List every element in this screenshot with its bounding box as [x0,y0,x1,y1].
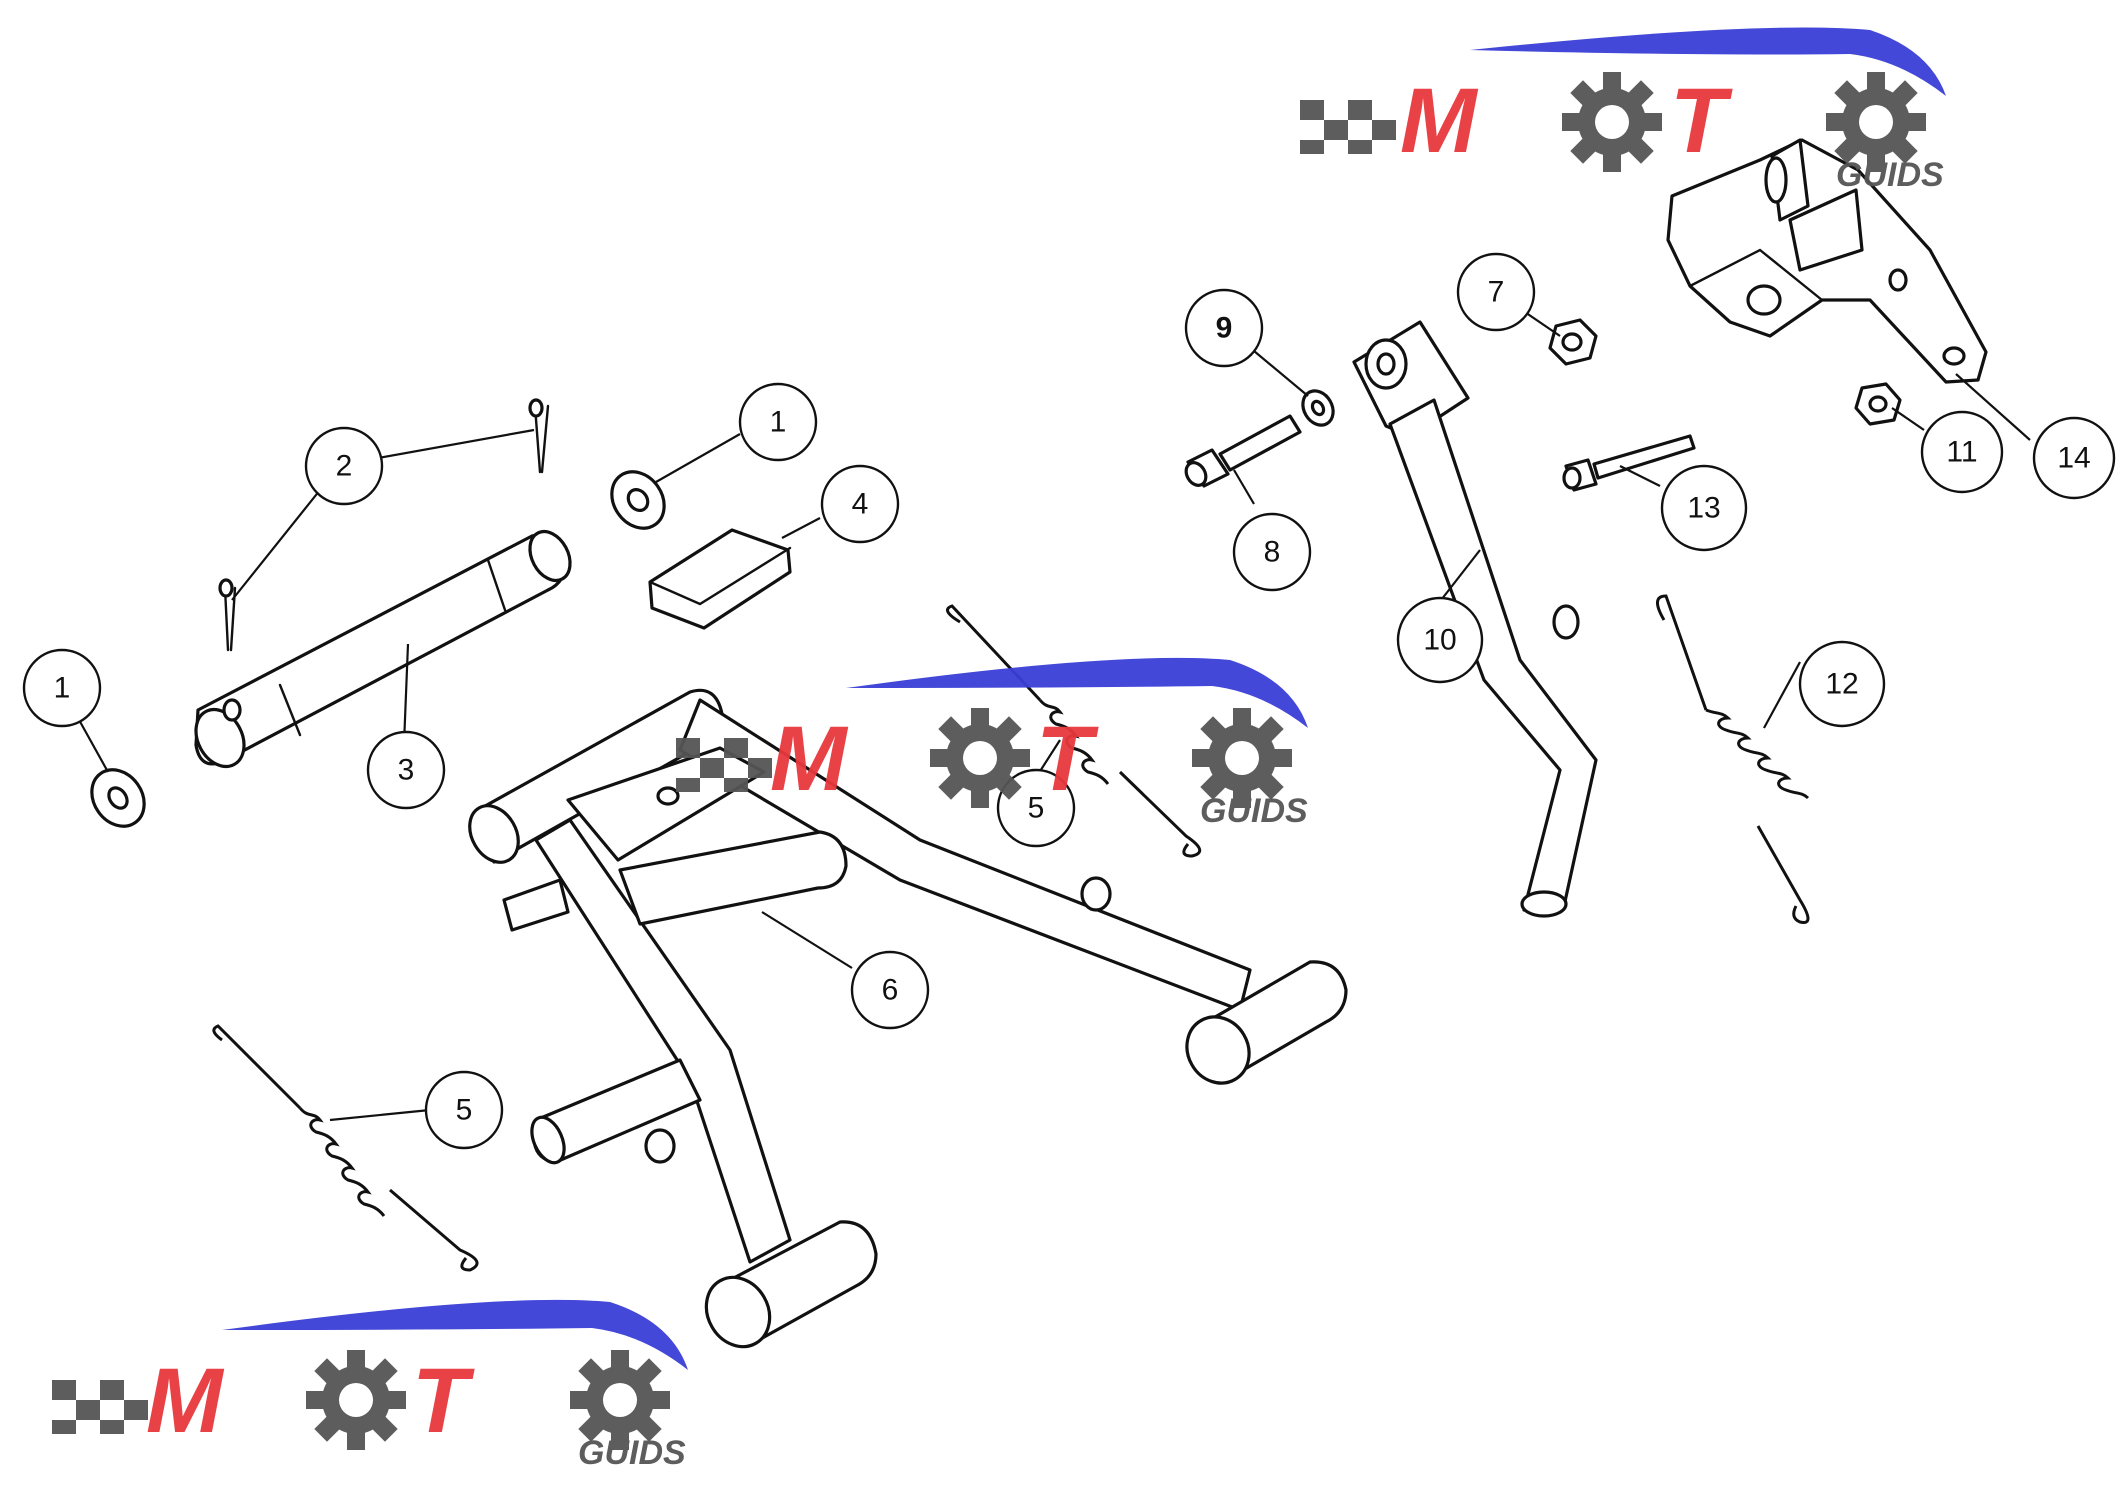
svg-text:M: M [770,708,849,810]
callout-6-label: 6 [882,974,899,1007]
nut-part-11 [1854,382,1902,426]
callout-1a: 1 [22,648,102,728]
side-stand-part-10 [1352,320,1598,918]
svg-text:T: T [1670,70,1733,172]
callout-7-label: 7 [1488,276,1505,309]
callout-4: 4 [820,464,900,544]
washer-part-9 [1301,389,1335,427]
bolt-part-8 [1184,414,1302,488]
spring-part-5-lower [212,1024,479,1272]
watermark-logo-bottom-left: M T GUIDS [52,1299,688,1472]
pivot-shaft-part-3 [194,529,572,769]
callout-10: 10 [1396,596,1484,684]
callout-12-label: 12 [1825,668,1858,701]
callout-2-label: 2 [336,450,353,483]
callout-11: 11 [1920,410,2004,494]
nut-part-7 [1548,318,1598,366]
watermark-logo-center: M T GUIDS [676,657,1308,830]
callout-9-label: 9 [1216,312,1233,345]
svg-text:M: M [1400,70,1479,172]
callout-3-label: 3 [398,754,415,787]
bracket-part-14 [1666,138,1988,384]
callout-13: 13 [1660,464,1748,552]
callout-8: 8 [1232,512,1312,592]
svg-text:T: T [412,1350,475,1452]
washer-part-1-top [610,470,666,530]
callout-8-label: 8 [1264,536,1281,569]
callout-4-label: 4 [852,488,869,521]
svg-text:M: M [146,1350,225,1452]
callout-1b: 1 [738,382,818,462]
callout-5a: 5 [424,1070,504,1150]
callout-6: 6 [850,950,930,1030]
callout-9: 9 [1184,288,1264,368]
callout-11-label: 11 [1946,436,1977,469]
callout-12: 12 [1798,640,1886,728]
watermark-sub-top: GUIDS [1836,156,1944,194]
callout-2: 2 [304,426,384,506]
spring-part-12 [1656,594,1810,925]
center-stand-part-6 [468,688,1348,1349]
callout-10-label: 10 [1423,624,1456,657]
spring-part-5-upper [946,604,1202,858]
watermark-logo-top-right: M T GUIDS [1300,27,1946,194]
watermark-sub-center: GUIDS [1200,792,1308,830]
plate-part-4 [648,528,792,630]
svg-text:T: T [1036,708,1099,810]
callout-14-label: 14 [2057,442,2090,475]
washer-part-1-left [90,768,146,828]
callout-7: 7 [1456,252,1536,332]
callout-14: 14 [2032,416,2116,500]
long-bolt-part-13 [1562,434,1696,492]
callout-1b-label: 1 [770,406,787,439]
callout-5a-label: 5 [456,1094,473,1127]
callout-1a-label: 1 [54,672,71,705]
watermark-sub-bottom: GUIDS [578,1434,686,1472]
callout-13-label: 13 [1687,492,1720,525]
callout-5b-label: 5 [1028,792,1045,825]
callout-3: 3 [366,730,446,810]
